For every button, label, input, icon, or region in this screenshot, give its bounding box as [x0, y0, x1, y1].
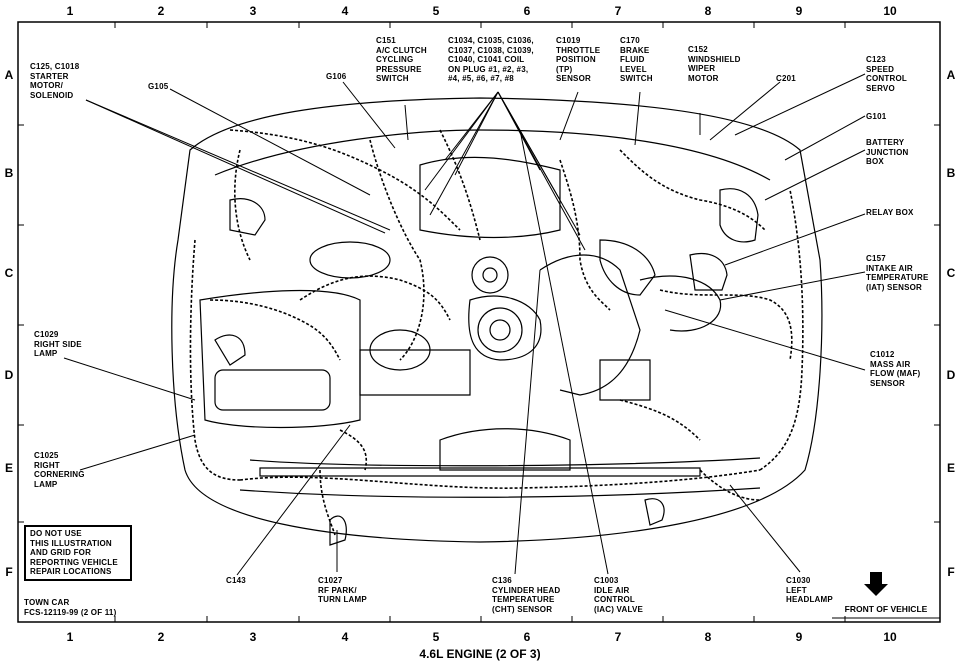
label-c151: C151 A/C CLUTCH CYCLING PRESSURE SWITCH: [376, 36, 427, 83]
grid-row-right-E: E: [946, 461, 955, 475]
label-c1029: C1029 RIGHT SIDE LAMP: [34, 330, 82, 358]
grid-column-top-7: 7: [614, 4, 622, 18]
label-g106: G106: [326, 72, 347, 81]
grid-column-top-9: 9: [795, 4, 803, 18]
grid-row-left-F: F: [5, 565, 13, 579]
grid-row-right-D: D: [946, 368, 956, 382]
grid-column-bottom-6: 6: [523, 630, 531, 644]
grid-column-top-3: 3: [249, 4, 257, 18]
grid-column-bottom-3: 3: [249, 630, 257, 644]
grid-column-bottom-7: 7: [614, 630, 622, 644]
label-c1027: C1027 RF PARK/ TURN LAMP: [318, 576, 367, 604]
grid-row-right-C: C: [946, 266, 956, 280]
label-c1019: C1019 THROTTLE POSITION (TP) SENSOR: [556, 36, 601, 83]
wiring-harness: [189, 129, 804, 536]
engine-bay-drawing: [171, 97, 823, 546]
document-id: FCS-12119-99 (2 OF 11): [24, 608, 117, 617]
front-of-vehicle-label: FRONT OF VEHICLE: [844, 604, 928, 614]
grid-row-right-A: A: [946, 68, 956, 82]
label-c170: C170 BRAKE FLUID LEVEL SWITCH: [620, 36, 653, 83]
leader-lines: [63, 73, 866, 576]
grid-column-top-2: 2: [157, 4, 165, 18]
grid-column-bottom-4: 4: [341, 630, 349, 644]
label-c143: C143: [226, 576, 246, 585]
label-c157: C157 INTAKE AIR TEMPERATURE (IAT) SENSOR: [866, 254, 929, 292]
label-g105: G105: [148, 82, 169, 91]
label-c125: C125, C1018 STARTER MOTOR/ SOLENOID: [30, 62, 80, 100]
grid-column-bottom-10: 10: [883, 630, 897, 644]
grid-column-bottom-9: 9: [795, 630, 803, 644]
label-c1012: C1012 MASS AIR FLOW (MAF) SENSOR: [870, 350, 921, 388]
grid-column-top-5: 5: [432, 4, 440, 18]
label-c1003: C1003 IDLE AIR CONTROL (IAC) VALVE: [594, 576, 644, 614]
front-arrow-icon: [864, 572, 888, 596]
label-g101: G101: [866, 112, 887, 121]
grid-column-bottom-5: 5: [432, 630, 440, 644]
grid-row-right-B: B: [946, 166, 956, 180]
label-relay-box: RELAY BOX: [866, 208, 914, 217]
grid-row-left-D: D: [4, 368, 14, 382]
label-c123: C123 SPEED CONTROL SERVO: [866, 55, 907, 93]
grid-column-bottom-2: 2: [157, 630, 165, 644]
grid-column-top-1: 1: [66, 4, 74, 18]
grid-column-top-6: 6: [523, 4, 531, 18]
label-c1030: C1030 LEFT HEADLAMP: [786, 576, 833, 604]
label-c152: C152 WINDSHIELD WIPER MOTOR: [688, 45, 741, 83]
grid-column-bottom-1: 1: [66, 630, 74, 644]
grid-row-left-C: C: [4, 266, 14, 280]
grid-row-right-F: F: [947, 565, 955, 579]
grid-row-left-B: B: [4, 166, 14, 180]
grid-row-left-A: A: [4, 68, 14, 82]
grid-column-bottom-8: 8: [704, 630, 712, 644]
grid-column-top-4: 4: [341, 4, 349, 18]
grid-column-top-8: 8: [704, 4, 712, 18]
diagram-caption: 4.6L ENGINE (2 OF 3): [419, 647, 541, 661]
label-c201: C201: [776, 74, 796, 83]
label-c1025: C1025 RIGHT CORNERING LAMP: [34, 451, 85, 489]
label-c1034: C1034, C1035, C1036, C1037, C1038, C1039…: [448, 36, 534, 83]
vehicle-name: TOWN CAR: [24, 598, 70, 607]
grid-row-left-E: E: [4, 461, 13, 475]
label-battery-box: BATTERY JUNCTION BOX: [866, 138, 909, 166]
warning-text: DO NOT USE THIS ILLUSTRATION AND GRID FO…: [30, 529, 118, 576]
label-c136: C136 CYLINDER HEAD TEMPERATURE (CHT) SEN…: [492, 576, 561, 614]
warning-box: DO NOT USE THIS ILLUSTRATION AND GRID FO…: [24, 525, 132, 581]
grid-column-top-10: 10: [883, 4, 897, 18]
